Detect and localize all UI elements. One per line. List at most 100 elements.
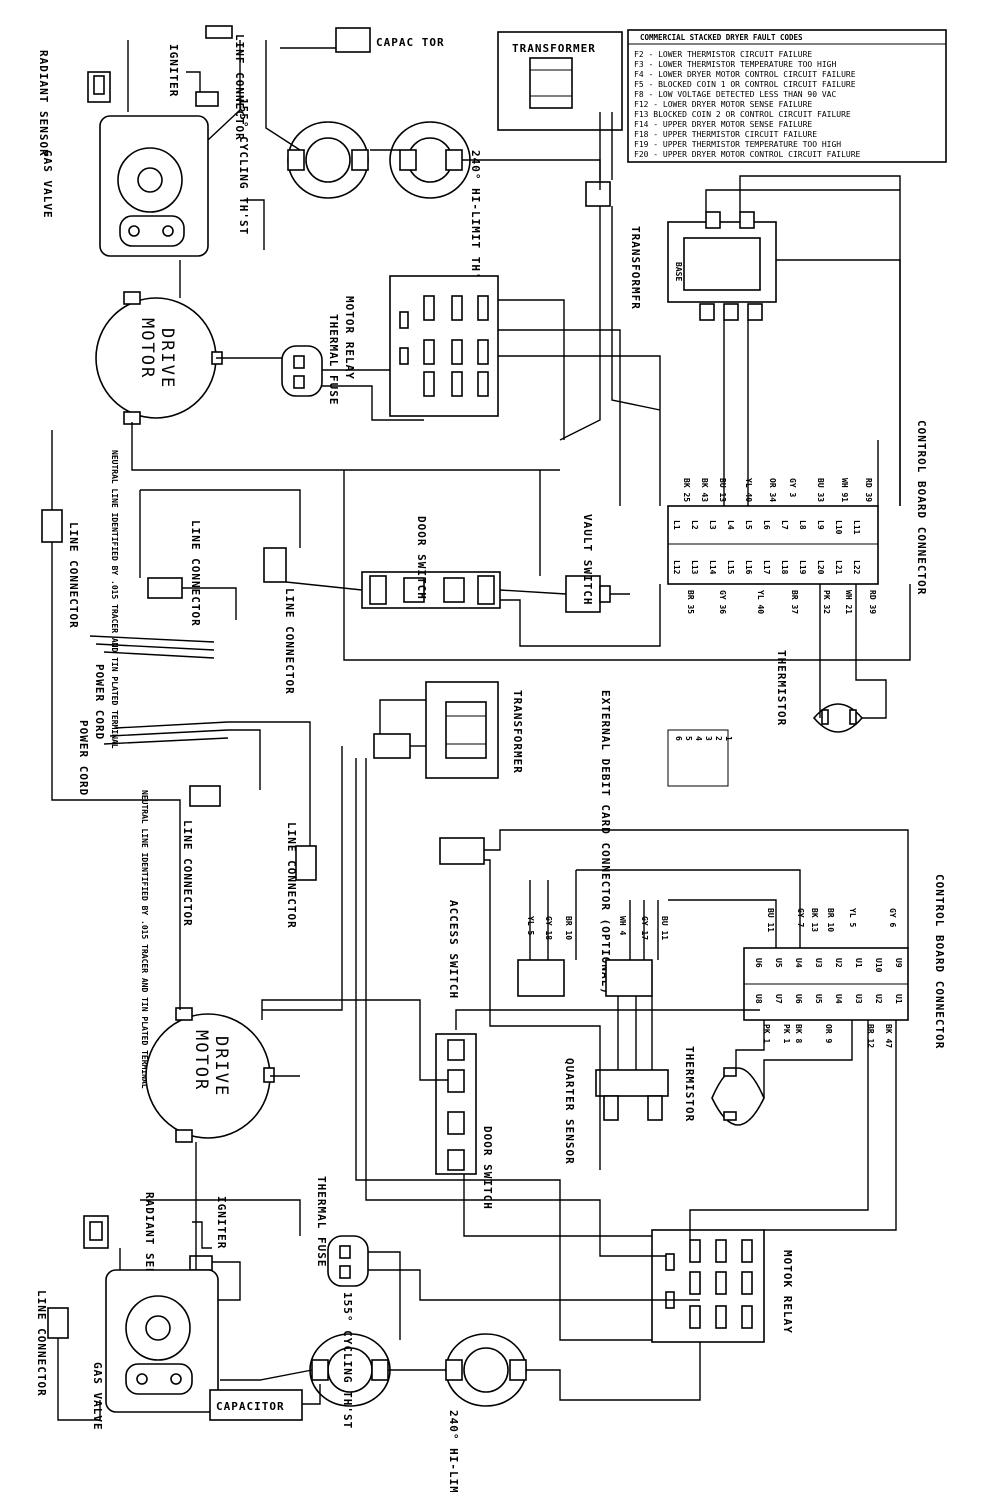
- coin-slot-connector: [517, 959, 565, 997]
- upper-drive-motor: DRIVE MOTOR: [95, 291, 223, 425]
- svg-text:CAPAC TOR: CAPAC TOR: [376, 36, 445, 49]
- svg-text:BK 47: BK 47: [884, 1024, 893, 1048]
- upper-line-connector-right: LINE CONNECTOR: [263, 547, 296, 695]
- svg-text:BR 10: BR 10: [826, 908, 835, 932]
- svg-text:155° CYCLING TH'ST: 155° CYCLING TH'ST: [237, 98, 250, 235]
- svg-text:L19: L19: [798, 560, 807, 575]
- svg-text:ACCESS SWITCH: ACCESS SWITCH: [447, 900, 460, 999]
- svg-text:L21: L21: [834, 560, 843, 575]
- svg-text:L8: L8: [798, 520, 807, 530]
- fault-row: F2 - LOWER THERMISTOR CIRCUIT FAILURE: [634, 50, 812, 59]
- svg-text:U4: U4: [834, 994, 843, 1004]
- svg-text:NEUTRAL LINE IDENTIFIED BY .01: NEUTRAL LINE IDENTIFIED BY .015 TRACER A…: [140, 790, 149, 1089]
- upper-control-board-connector: L1 L2 L3 L4 L5 L6 L7 L8 L9 L10 L11 L12 L…: [667, 420, 928, 614]
- svg-text:PK 1: PK 1: [762, 1024, 771, 1043]
- upper-line-connector-left: LINE CONNECTOR: [41, 509, 80, 629]
- svg-text:L4: L4: [726, 520, 735, 530]
- svg-text:L20: L20: [816, 560, 825, 575]
- svg-text:POWER CORD: POWER CORD: [93, 664, 106, 740]
- upper-line-connector-mid: LINE CONNECTOR: [147, 520, 202, 627]
- svg-text:YL 5: YL 5: [848, 908, 857, 927]
- svg-text:GY 36: GY 36: [718, 590, 727, 614]
- svg-text:4: 4: [694, 736, 703, 741]
- svg-text:155° CYCLING TH'ST: 155° CYCLING TH'ST: [341, 1292, 354, 1429]
- svg-text:6: 6: [674, 736, 683, 741]
- svg-text:L12: L12: [672, 560, 681, 575]
- fault-row: F20 - UPPER DRYER MOTOR CONTROL CIRCUIT …: [634, 150, 861, 159]
- lower-thermistor: THERMISTOR: [683, 1046, 765, 1126]
- svg-text:THERMAL FUSE: THERMAL FUSE: [327, 314, 340, 405]
- svg-text:L9: L9: [816, 520, 825, 530]
- svg-text:BK 8: BK 8: [794, 1024, 803, 1043]
- svg-text:CAPACITOR: CAPACITOR: [216, 1400, 285, 1413]
- svg-text:BK 13: BK 13: [810, 908, 819, 932]
- fault-row: F18 - UPPER THERMISTOR CIRCUIT FAILURE: [634, 130, 817, 139]
- svg-text:BR 12: BR 12: [866, 1024, 875, 1048]
- svg-text:LINE CONNECTOR: LINE CONNECTOR: [181, 820, 194, 927]
- svg-text:RD 39: RD 39: [864, 478, 873, 502]
- svg-text:BU 13: BU 13: [718, 478, 727, 502]
- svg-text:LINE CONNECTOR: LINE CONNECTOR: [283, 588, 296, 695]
- fault-code-table: COMMERCIAL STACKED DRYER FAULT CODES F2 …: [627, 29, 947, 163]
- lower-terminal-labels-bottom: U8 U7 U6 U5 U4 U3 U2 U1: [754, 994, 903, 1004]
- lower-gas-valve: GAS VALVE: [91, 1269, 219, 1431]
- svg-text:L10: L10: [834, 520, 843, 535]
- fault-row: F14 - UPPER DRYER MOTOR SENSE FAILURE: [634, 120, 812, 129]
- svg-text:L18: L18: [780, 560, 789, 575]
- fault-row: F5 - BLOCKED COIN 1 OR CONTROL CIRCUIT F…: [634, 80, 856, 89]
- svg-text:TRANSFORMER: TRANSFORMER: [512, 42, 596, 55]
- svg-text:U3: U3: [814, 958, 823, 968]
- upper-thermistor: THERMISTOR: [775, 650, 864, 733]
- svg-text:PK 32: PK 32: [822, 590, 831, 614]
- svg-text:L1: L1: [672, 520, 681, 530]
- lower-board-wire-labels-bottom: PK 1 PK 1 BK 8 OR 9 BR 12 BK 47: [762, 1024, 893, 1048]
- svg-text:2: 2: [714, 736, 723, 741]
- lower-hi-limit-thermostat: 240° HI-LIMIT TH'ST: [445, 1333, 527, 1492]
- svg-text:U5: U5: [814, 994, 823, 1004]
- svg-text:L22: L22: [852, 560, 861, 575]
- svg-text:U3: U3: [854, 994, 863, 1004]
- svg-text:IGNITER: IGNITER: [167, 44, 180, 97]
- svg-text:MOTOK RELAY: MOTOK RELAY: [781, 1250, 794, 1334]
- svg-text:THERMAL FUSE: THERMAL FUSE: [315, 1176, 328, 1267]
- svg-text:DRIVE: DRIVE: [211, 1036, 231, 1097]
- lower-control-board-connector: U6 U5 U4 U3 U2 U1 U10 U9 U8 U7 U6 U5 U4 …: [526, 874, 946, 1049]
- wiring-lower: [57, 699, 909, 1421]
- lower-transformer: TRANSFORMER: [373, 681, 524, 779]
- lower-cycling-thermostat: 155° CYCLING TH'ST: [309, 1292, 391, 1429]
- svg-text:QUARTER SENSOR: QUARTER SENSOR: [563, 1058, 576, 1165]
- svg-text:BK 25: BK 25: [682, 478, 691, 502]
- fault-row: F3 - LOWER THERMISTOR TEMPERATURE TOO HI…: [634, 60, 836, 69]
- svg-text:L7: L7: [780, 520, 789, 530]
- svg-text:BK 43: BK 43: [700, 478, 709, 502]
- access-switch: ACCESS SWITCH: [439, 837, 485, 999]
- svg-text:1: 1: [724, 736, 733, 741]
- svg-text:LINE CONNECTOR: LINE CONNECTOR: [35, 1290, 48, 1397]
- svg-text:L16: L16: [744, 560, 753, 575]
- upper-radiant-sensor: RADIANT SENSOR: [37, 50, 111, 157]
- upper-capacitor: CAPAC TOR: [335, 27, 445, 53]
- upper-motor-relay: MOTOR RELAY: [343, 275, 499, 417]
- svg-text:THERMISTOR: THERMISTOR: [775, 650, 788, 726]
- svg-text:YL 40: YL 40: [756, 590, 765, 614]
- fault-row: F12 - LOWER DRYER MOTOR SENSE FAILURE: [634, 100, 812, 109]
- svg-text:U6: U6: [794, 994, 803, 1004]
- fault-row: F4 - LOWER DRYER MOTOR CONTROL CIRCUIT F…: [634, 70, 856, 79]
- svg-text:RD 39: RD 39: [868, 590, 877, 614]
- svg-text:WH 4: WH 4: [618, 916, 627, 935]
- svg-text:CONTROL BOARD CONNECTOR: CONTROL BOARD CONNECTOR: [933, 874, 946, 1049]
- svg-text:POWER CORD: POWER CORD: [77, 720, 90, 796]
- svg-text:GY 3: GY 3: [788, 478, 797, 497]
- lower-drive-motor: DRIVE MOTOR: [145, 1007, 275, 1143]
- upper-transformer-side: BASE TRANSFORMFR: [629, 211, 777, 321]
- lower-line-connector: LINE CONNECTOR: [35, 1290, 69, 1397]
- svg-text:VAULT SWITCH: VAULT SWITCH: [581, 514, 594, 605]
- lower-door-switch: DOOR SWITCH: [435, 1033, 494, 1210]
- svg-text:GAS VALVE: GAS VALVE: [41, 150, 54, 219]
- svg-text:GAS VALVE: GAS VALVE: [91, 1362, 104, 1431]
- fault-table-title: COMMERCIAL STACKED DRYER FAULT CODES: [640, 33, 803, 42]
- svg-text:U4: U4: [794, 958, 803, 968]
- upper-power-cord: POWER CORD NEUTRAL LINE IDENTIFIED BY .0…: [89, 450, 215, 749]
- upper-terminal-labels-bottom: L12 L13 L14 L15 L16 L17 L18 L19 L20 L21 …: [672, 560, 861, 575]
- svg-text:WH 91: WH 91: [840, 478, 849, 502]
